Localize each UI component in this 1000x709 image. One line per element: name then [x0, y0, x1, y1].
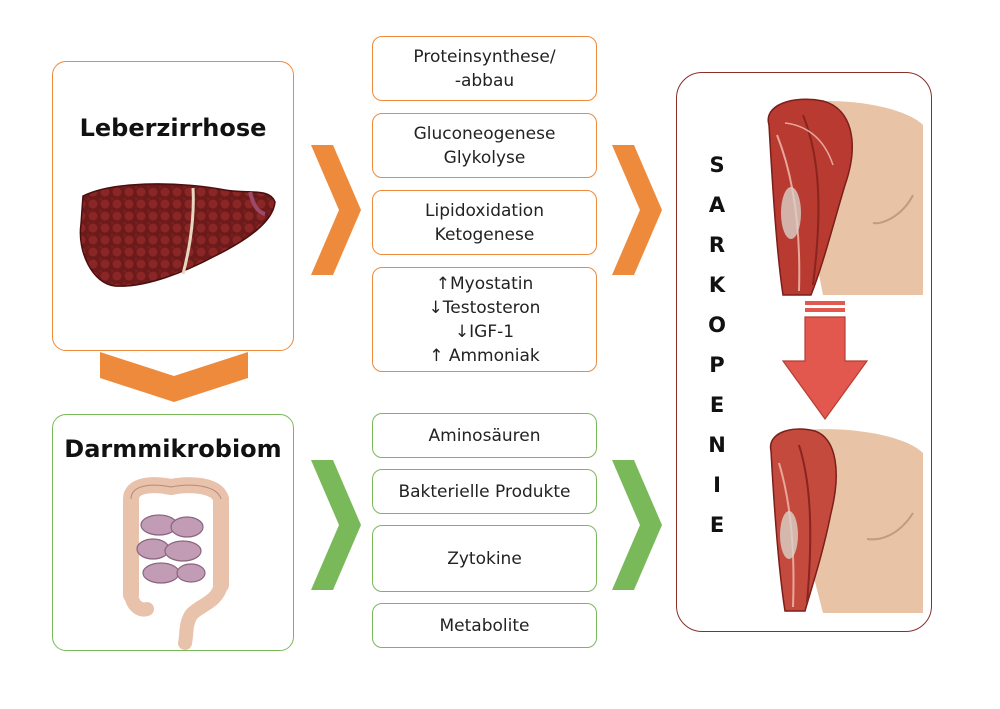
factor-line: Gluconeogenese — [413, 123, 556, 144]
factor-line: Glykolyse — [443, 147, 526, 168]
sarcopenia-box: S A R K O P E N I E — [676, 72, 932, 632]
factor-line: ↑ Ammoniak — [429, 345, 540, 366]
factor-line: Lipidoxidation — [425, 200, 544, 221]
factor-line: Zytokine — [447, 548, 522, 569]
atrophied-arm-illustration-icon — [769, 428, 923, 613]
factor-line: Metabolite — [439, 615, 530, 636]
sarcopenia-letter: O — [708, 313, 726, 337]
sarcopenia-letter: S — [709, 153, 725, 177]
factor-line: -abbau — [454, 70, 515, 91]
gut-microbiome-box: Darmmikrobiom — [52, 414, 294, 651]
factor-cytokines: Zytokine — [372, 525, 597, 592]
factor-line: Ketogenese — [434, 224, 535, 245]
gut-to-factors-chevron — [311, 460, 361, 590]
factor-protein: Proteinsynthese/ -abbau — [372, 36, 597, 101]
factor-line: Proteinsynthese/ — [413, 46, 556, 67]
muscular-arm-illustration-icon — [767, 98, 923, 296]
liver-to-factors-chevron — [311, 145, 361, 275]
sarcopenia-letter: I — [713, 473, 721, 497]
sarcopenia-vertical-title: S A R K O P E N I E — [697, 145, 737, 545]
sarcopenia-letter: R — [708, 233, 726, 257]
factor-line: Bakterielle Produkte — [398, 481, 571, 502]
decline-arrow-icon — [781, 301, 869, 421]
factors-to-sarcopenia-chevron-green — [612, 460, 662, 590]
liver-to-gut-chevron — [100, 352, 248, 402]
intestine-illustration-icon — [123, 477, 229, 650]
sarcopenia-letter: E — [709, 513, 725, 537]
factor-hormones: ↑Myostatin ↓Testosteron ↓IGF-1 ↑ Ammonia… — [372, 267, 597, 372]
liver-illustration-icon — [79, 183, 276, 287]
factors-to-sarcopenia-chevron-orange — [612, 145, 662, 275]
factor-line: ↓IGF-1 — [454, 321, 515, 342]
sarcopenia-letter: N — [708, 433, 726, 457]
factor-amino-acids: Aminosäuren — [372, 413, 597, 458]
gut-microbiome-title: Darmmikrobiom — [64, 435, 282, 463]
sarcopenia-letter: A — [708, 193, 726, 217]
factor-line: ↑Myostatin — [435, 273, 534, 294]
sarcopenia-letter: K — [708, 273, 726, 297]
factor-bacterial-products: Bakterielle Produkte — [372, 469, 597, 514]
sarcopenia-letter: P — [709, 353, 725, 377]
liver-cirrhosis-title: Leberzirrhose — [79, 114, 267, 142]
liver-cirrhosis-box: Leberzirrhose — [52, 61, 294, 351]
factor-line: Aminosäuren — [428, 425, 541, 446]
factor-metabolites: Metabolite — [372, 603, 597, 648]
factor-line: ↓Testosteron — [428, 297, 541, 318]
sarcopenia-letter: E — [709, 393, 725, 417]
